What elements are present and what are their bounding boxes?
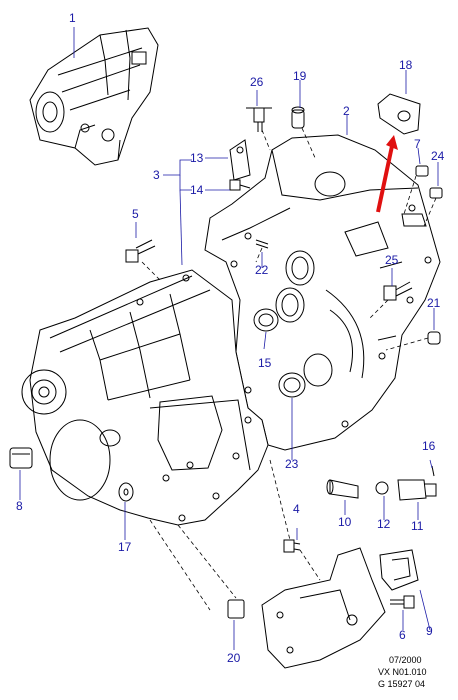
red-arrow <box>376 135 398 213</box>
footer-date: 07/2000 <box>389 655 422 665</box>
callout-13: 13 <box>190 151 204 165</box>
seal-15 <box>253 308 279 332</box>
bolt-6 <box>390 595 415 609</box>
callout-17: 17 <box>118 540 132 554</box>
transmission-case <box>21 269 269 526</box>
callout-22: 22 <box>255 263 269 277</box>
callout-24: 24 <box>431 149 445 163</box>
oring-12 <box>375 481 389 495</box>
callout-20: 20 <box>227 651 241 665</box>
callout-18: 18 <box>399 58 413 72</box>
callout-4: 4 <box>293 502 300 516</box>
callout-23: 23 <box>285 457 299 471</box>
footer-code: VX N01.010 <box>378 667 427 677</box>
callout-21: 21 <box>427 296 441 310</box>
callout-5: 5 <box>132 207 139 221</box>
sleeve-20 <box>227 599 245 619</box>
callout-19: 19 <box>293 69 307 83</box>
dowel-21 <box>427 331 441 345</box>
bracket-13 <box>229 139 251 181</box>
sleeve-19 <box>291 106 305 129</box>
plug-7 <box>415 165 429 177</box>
callout-8: 8 <box>16 499 23 513</box>
callout-15: 15 <box>258 356 272 370</box>
washer-17 <box>118 482 134 502</box>
plate-18 <box>377 93 421 135</box>
pin-16 <box>431 465 435 477</box>
actuator-9 <box>379 549 419 591</box>
clutch-housing <box>204 134 441 451</box>
shaft-10 <box>326 479 359 499</box>
callout-2: 2 <box>343 104 350 118</box>
callout-10: 10 <box>338 515 352 529</box>
bolt-26 <box>246 107 272 132</box>
callout-26: 26 <box>250 75 264 89</box>
callout-14: 14 <box>190 183 204 197</box>
callout-12: 12 <box>377 517 391 531</box>
callout-25: 25 <box>385 253 399 267</box>
alignment-lines <box>141 127 437 611</box>
bolt-5 <box>125 239 156 263</box>
plug-24 <box>429 187 443 199</box>
leader-lines <box>19 27 439 650</box>
callout-11: 11 <box>411 519 424 533</box>
bolt-4 <box>283 539 301 553</box>
callout-3: 3 <box>153 168 160 182</box>
sensor-11 <box>397 479 437 501</box>
callout-9: 9 <box>426 624 433 638</box>
transmission-assembly-thumbnail <box>29 27 159 166</box>
seal-23 <box>278 372 306 398</box>
callout-6: 6 <box>399 628 406 642</box>
plug-8 <box>9 447 33 469</box>
bolt-25 <box>383 281 413 301</box>
callout-1: 1 <box>69 11 76 25</box>
callout-16: 16 <box>422 439 436 453</box>
bolt-14 <box>229 179 251 191</box>
footer-ref: G 15927 04 <box>378 679 426 689</box>
mount-bracket <box>261 547 386 669</box>
callout-7: 7 <box>414 137 421 151</box>
pin-22 <box>255 239 269 249</box>
